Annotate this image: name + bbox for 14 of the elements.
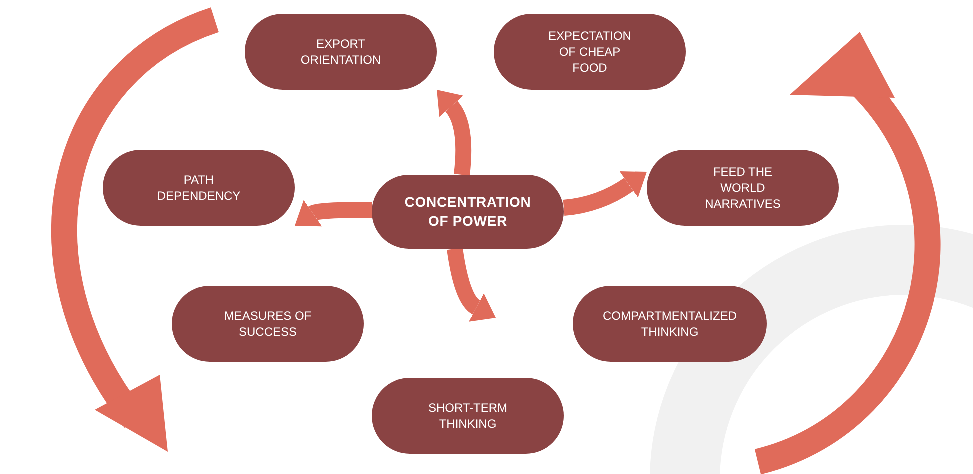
box-label: FEED THE WORLD NARRATIVES [704,164,782,212]
arrow [447,248,495,321]
arrow [438,89,472,176]
arrow [293,198,372,228]
rounded-box [103,150,295,226]
box-label: SHORT-TERM THINKING [427,400,509,432]
rounded-box [573,286,767,362]
box-label: PATH DEPENDENCY [156,172,242,204]
arrow [563,171,648,216]
box-label: EXPECTATION OF CHEAP FOOD [548,28,632,76]
box-label: EXPORT ORIENTATION [300,36,382,68]
box-label: CONCENTRATION OF POWER [404,193,532,231]
box-label: MEASURES OF SUCCESS [223,308,313,340]
box-label: COMPARTMENTALIZED THINKING [603,308,738,340]
